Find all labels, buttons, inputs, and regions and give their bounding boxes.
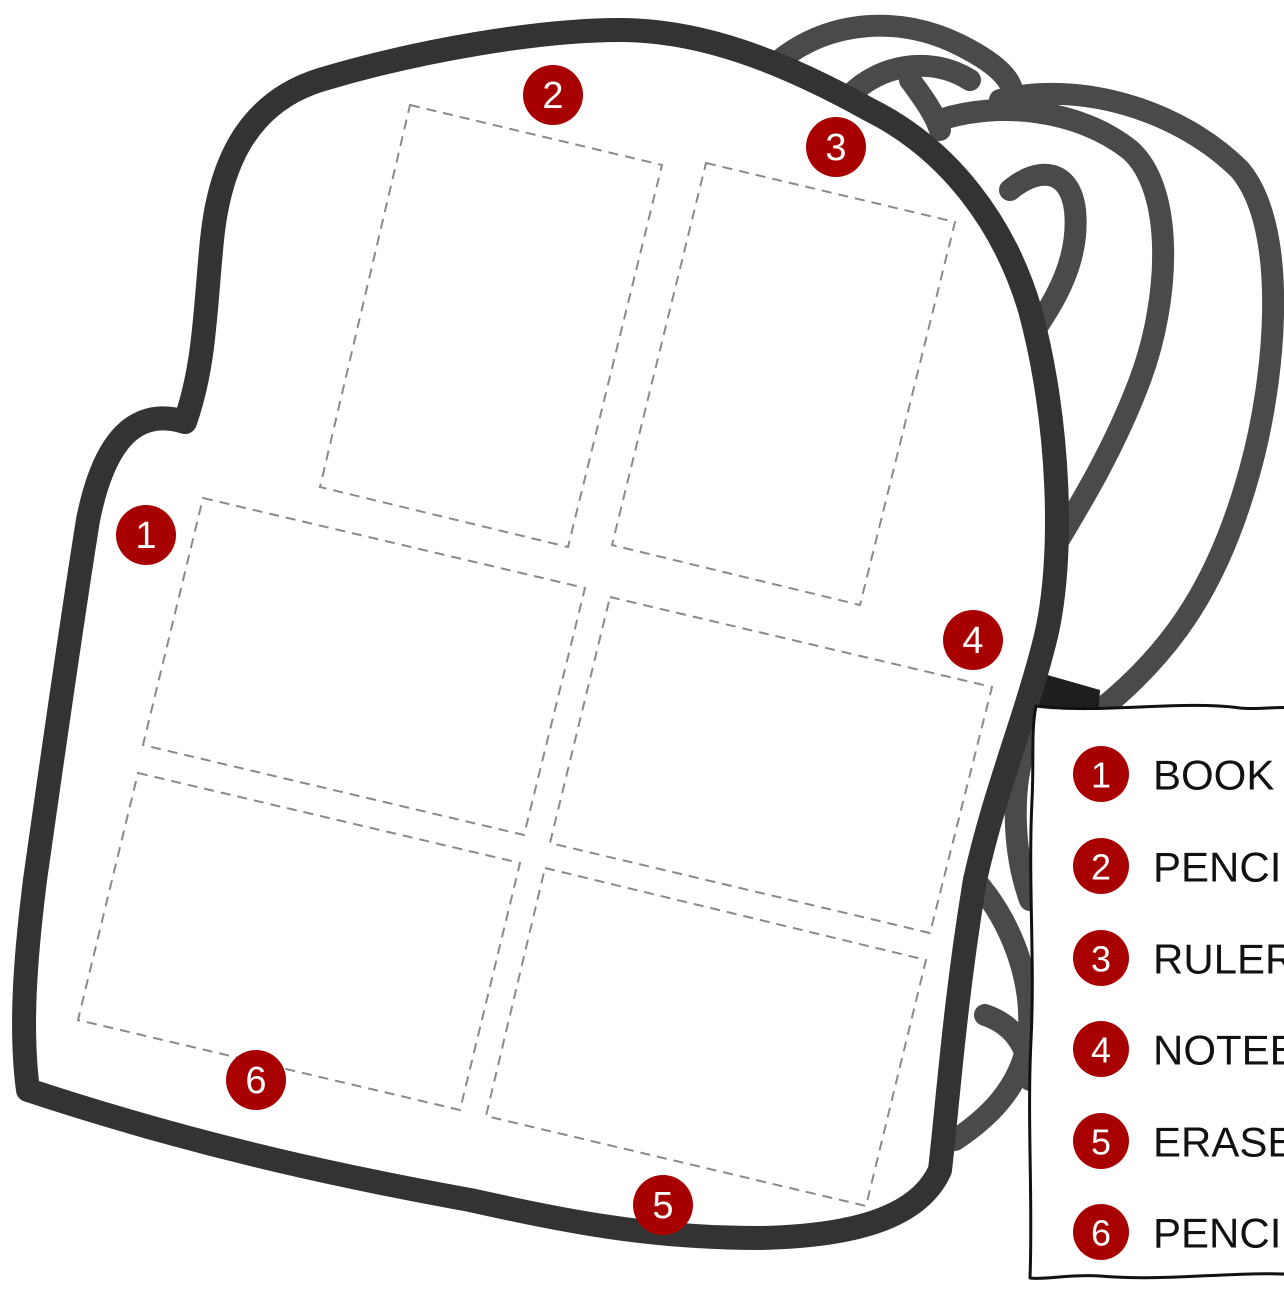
legend-number: 2 — [1091, 847, 1111, 888]
strap-middle — [929, 99, 1175, 591]
strap-inner — [999, 163, 1087, 341]
legend-number: 3 — [1091, 939, 1111, 980]
marker-5-number: 5 — [652, 1185, 673, 1227]
legend-number: 5 — [1091, 1122, 1111, 1163]
slot-top-right — [610, 161, 957, 607]
legend-number: 1 — [1091, 755, 1111, 796]
marker-4: 4 — [943, 610, 1003, 670]
marker-1: 1 — [116, 505, 176, 565]
legend-label: ERASER — [1153, 1119, 1284, 1166]
slot-bottom-right — [484, 866, 928, 1208]
legend-badge — [1073, 838, 1129, 894]
marker-1-badge — [116, 505, 176, 565]
legend-item: 3 RULER — [1073, 930, 1284, 986]
legend-number: 6 — [1091, 1213, 1111, 1254]
marker-4-badge — [943, 610, 1003, 670]
legend-label: BOOK — [1153, 752, 1274, 799]
strap-top-inner — [839, 54, 981, 106]
marker-6-badge — [226, 1050, 286, 1110]
legend-label: PENCIL CASE — [1153, 1210, 1284, 1257]
marker-2-number: 2 — [542, 75, 563, 117]
marker-5-badge — [633, 1175, 693, 1235]
marker-3-number: 3 — [825, 127, 846, 169]
marker-4-number: 4 — [962, 620, 983, 662]
legend-item: 5 ERASER — [1073, 1113, 1284, 1169]
backpack-body — [12, 18, 1069, 1250]
legend-badge — [1073, 930, 1129, 986]
legend-badge — [1073, 1021, 1129, 1077]
marker-5: 5 — [633, 1175, 693, 1235]
marker-3-badge — [806, 117, 866, 177]
legend-badge — [1073, 1113, 1129, 1169]
legend-item: 4 NOTEBOOK — [1073, 1021, 1284, 1077]
legend-label: RULER — [1153, 936, 1284, 983]
legend-item: 6 PENCIL CASE — [1073, 1204, 1284, 1260]
slot-top-left — [318, 103, 664, 549]
legend-label: PENCIL — [1153, 844, 1284, 891]
slot-middle-right — [548, 595, 994, 935]
legend-badge — [1073, 1204, 1129, 1260]
legend-number: 4 — [1091, 1030, 1111, 1071]
strap-top-loop — [769, 14, 1024, 116]
slot-grid — [76, 103, 994, 1208]
strap-outer — [989, 82, 1284, 721]
slot-bottom-left — [76, 771, 522, 1112]
legend-item: 1 BOOK — [1073, 746, 1274, 802]
legend-label: NOTEBOOK — [1153, 1027, 1284, 1074]
marker-1-number: 1 — [135, 515, 156, 557]
marker-6-number: 6 — [245, 1060, 266, 1102]
marker-3: 3 — [806, 117, 866, 177]
legend: 1 BOOK 2 PENCIL 3 RULER 4 NOTEBOOK 5 ERA… — [1028, 703, 1284, 1280]
marker-6: 6 — [226, 1050, 286, 1110]
slot-middle-left — [141, 496, 587, 837]
legend-item: 2 PENCIL — [1073, 838, 1284, 894]
legend-badge — [1073, 746, 1129, 802]
marker-2-badge — [523, 65, 583, 125]
marker-2: 2 — [523, 65, 583, 125]
